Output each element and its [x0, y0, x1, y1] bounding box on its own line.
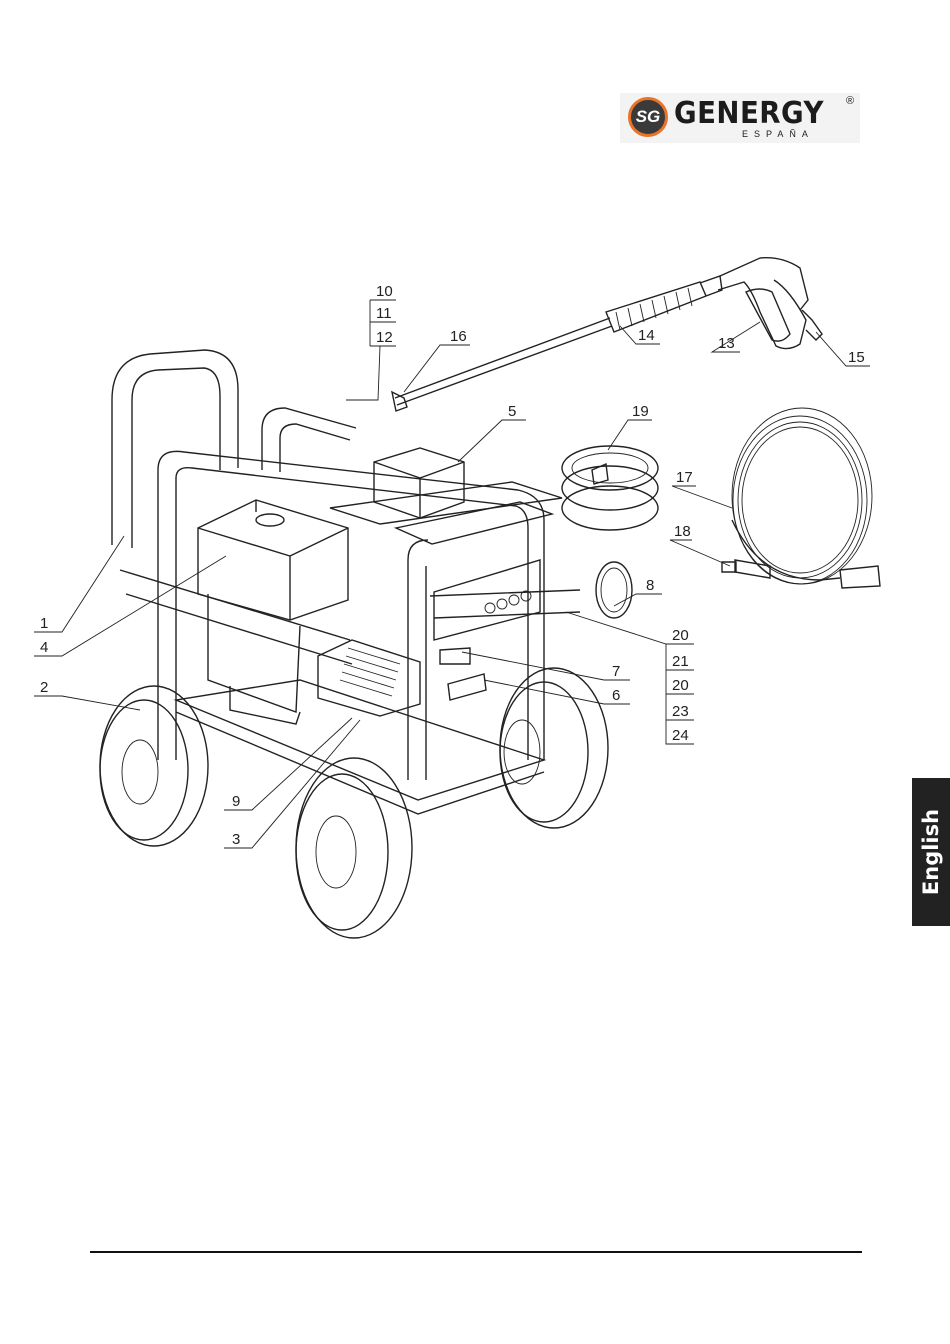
callout-numbers: 10 11 12 16 14 13 15 5 19 17 18 8 1 4 2 … — [40, 283, 865, 848]
callout-14: 14 — [638, 327, 655, 344]
callout-8: 8 — [646, 577, 654, 594]
callout-13: 13 — [718, 335, 735, 352]
suction-hose-coil-drawing — [562, 446, 658, 530]
hose-connector-drawing — [596, 562, 632, 618]
callout-23: 23 — [672, 703, 689, 720]
callout-18: 18 — [674, 523, 691, 540]
callout-20-top: 20 — [672, 627, 689, 644]
high-pressure-hose-drawing — [722, 408, 880, 588]
callout-21: 21 — [672, 653, 689, 670]
language-tab-label: English — [919, 809, 943, 895]
callout-7: 7 — [612, 663, 620, 680]
callout-17: 17 — [676, 469, 693, 486]
callout-15: 15 — [848, 349, 865, 366]
callout-12: 12 — [376, 329, 393, 346]
footer-divider — [90, 1251, 862, 1253]
callout-11: 11 — [376, 305, 392, 322]
callout-20-bottom: 20 — [672, 677, 689, 694]
callout-1: 1 — [40, 615, 48, 632]
callout-3: 3 — [232, 831, 240, 848]
callout-10: 10 — [376, 283, 393, 300]
callout-2: 2 — [40, 679, 48, 696]
callout-16: 16 — [450, 328, 467, 345]
callout-19: 19 — [632, 403, 649, 420]
callout-6: 6 — [612, 687, 620, 704]
callout-9: 9 — [232, 793, 240, 810]
callout-24: 24 — [672, 727, 689, 744]
callout-4: 4 — [40, 639, 48, 656]
callout-5: 5 — [508, 403, 516, 420]
